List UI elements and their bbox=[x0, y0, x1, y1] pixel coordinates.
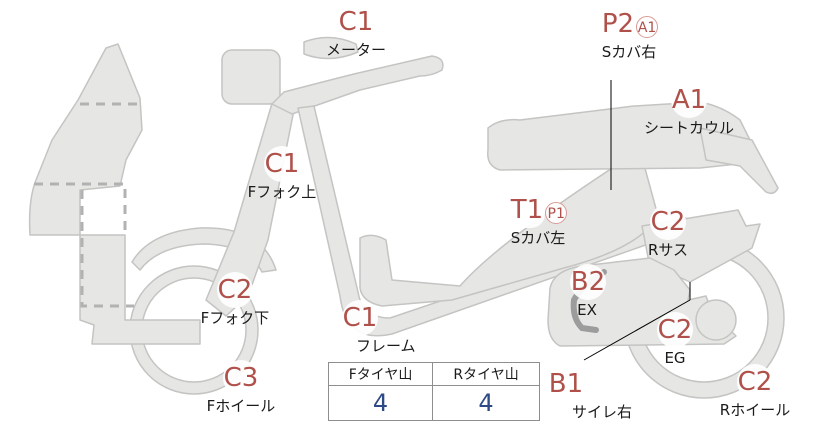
front-cowl-shape bbox=[28, 43, 201, 345]
seat-shape bbox=[487, 101, 757, 171]
damage-code: C2 bbox=[657, 312, 693, 348]
rear-tire-header: Rタイヤ山 bbox=[432, 362, 540, 386]
tire-tread-table: Fタイヤ山 Rタイヤ山 4 4 bbox=[327, 362, 540, 421]
label-r-wheel: C2 Rホイール bbox=[700, 364, 810, 419]
part-name: EX bbox=[577, 301, 597, 319]
damage-code: C3 bbox=[223, 360, 259, 396]
label-engine: C2 EG bbox=[652, 312, 698, 367]
damage-code: C2 bbox=[737, 364, 773, 400]
damage-code: P2 bbox=[599, 6, 637, 42]
meter-shape bbox=[303, 36, 359, 60]
damage-code: T1 bbox=[508, 192, 546, 228]
part-name: Fフォク下 bbox=[200, 309, 270, 327]
label-meter: C1 メーター bbox=[306, 4, 406, 59]
label-frame: C1 フレーム bbox=[342, 300, 442, 355]
front-tire-header: Fタイヤ山 bbox=[327, 362, 434, 386]
part-name: シートカウル bbox=[643, 119, 734, 137]
part-name: メーター bbox=[325, 41, 386, 59]
part-name: Rサス bbox=[647, 241, 689, 259]
handlebar-shape bbox=[271, 55, 444, 115]
part-name: Fフォク上 bbox=[247, 183, 317, 201]
label-f-fork-lower: C2 Fフォク下 bbox=[180, 272, 290, 327]
label-muffler-right: B1 サイレ右 bbox=[548, 366, 648, 421]
label-f-wheel: C3 Fホイール bbox=[188, 360, 294, 415]
part-name: EG bbox=[664, 349, 686, 367]
damage-code: B1 bbox=[548, 366, 584, 402]
part-name: Fホイール bbox=[206, 397, 276, 415]
damage-code: C2 bbox=[650, 204, 686, 240]
part-name: Sカバ右 bbox=[601, 43, 657, 61]
tail-cowl-shape bbox=[699, 127, 779, 195]
part-name: サイレ右 bbox=[572, 403, 633, 421]
tire-table-header-row: Fタイヤ山 Rタイヤ山 bbox=[327, 362, 540, 386]
damage-code: C1 bbox=[338, 4, 374, 40]
label-r-suspension: C2 Rサス bbox=[630, 204, 706, 259]
headlight-shape bbox=[221, 49, 281, 105]
damage-code: C1 bbox=[264, 146, 300, 182]
damage-code: C1 bbox=[342, 300, 378, 336]
tire-table-value-row: 4 4 bbox=[327, 385, 540, 421]
part-name: フレーム bbox=[356, 337, 416, 355]
damage-code: A1 bbox=[671, 82, 707, 118]
damage-code: B2 bbox=[570, 264, 606, 300]
damage-code: C2 bbox=[217, 272, 253, 308]
damage-subcode: A1 bbox=[636, 16, 659, 38]
engine-hub-shape bbox=[695, 299, 737, 341]
label-f-fork-upper: C1 Fフォク上 bbox=[232, 146, 332, 201]
rear-tire-value: 4 bbox=[432, 385, 540, 421]
label-seat-cowl: A1 シートカウル bbox=[630, 82, 748, 137]
label-exhaust: B2 EX bbox=[558, 264, 618, 319]
part-name: Sカバ左 bbox=[510, 229, 566, 247]
damage-subcode: P1 bbox=[545, 202, 568, 224]
part-name: Rホイール bbox=[719, 401, 791, 419]
front-tire-value: 4 bbox=[327, 385, 434, 421]
